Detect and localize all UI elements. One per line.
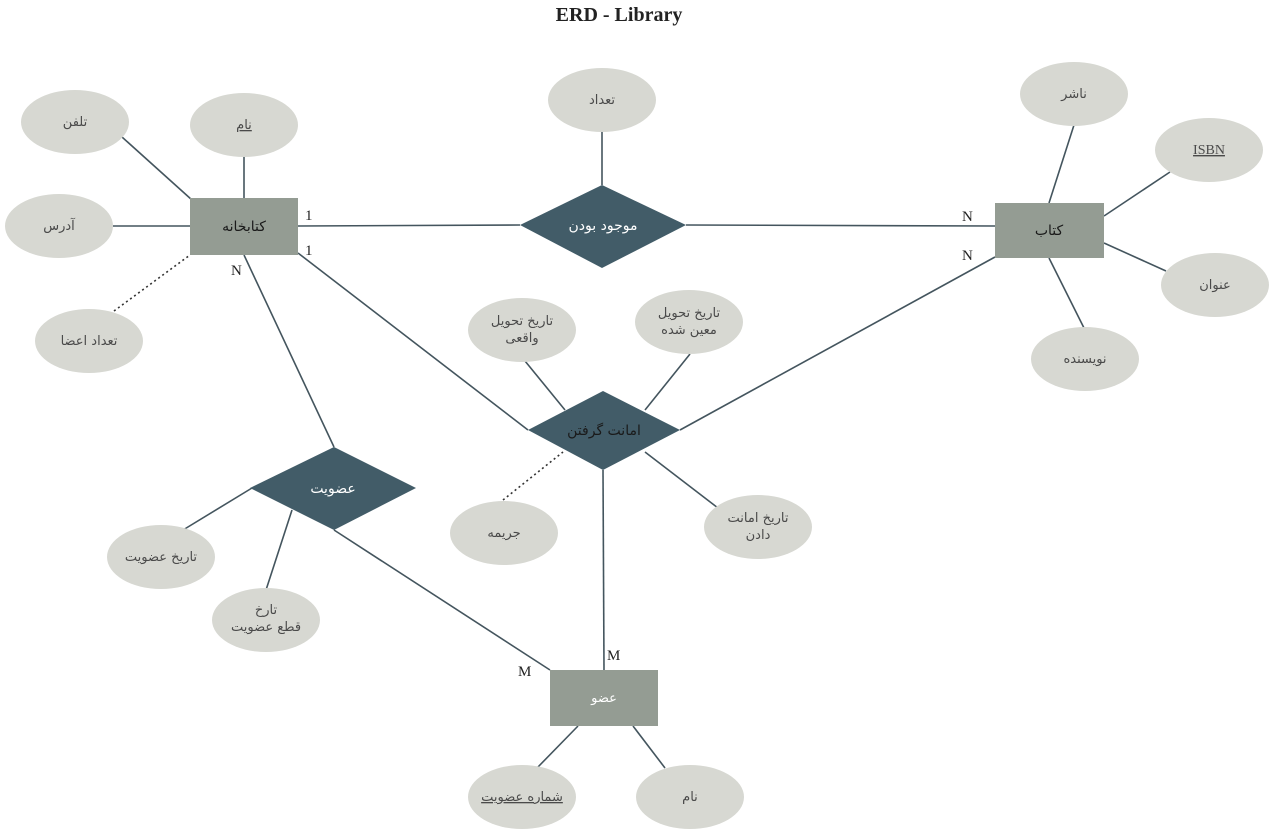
line-book-borrow xyxy=(679,256,996,431)
diagram-title: ERD - Library xyxy=(555,4,683,26)
attr-borrow-fine-label: جریمه xyxy=(487,526,520,541)
attr-borrow-due-return-line1: تاریخ تحویل xyxy=(658,306,721,321)
entity-library-label: کتابخانه xyxy=(222,219,266,235)
cardinality-library-borrow: 1 xyxy=(305,243,313,259)
cardinality-book-exists: N xyxy=(962,209,973,225)
line-library-phone xyxy=(121,136,193,201)
line-membership-member xyxy=(333,529,551,671)
line-book-title xyxy=(1103,242,1167,272)
attr-book-title[interactable]: عنوان xyxy=(1161,253,1269,317)
attr-borrow-actual-return[interactable]: تاریخ تحویل واقعی xyxy=(468,298,576,362)
attr-borrow-actual-return-line2: واقعی xyxy=(505,331,538,346)
line-library-membercount xyxy=(113,254,191,312)
attr-member-name-label: نام xyxy=(682,790,698,805)
attr-borrow-fine[interactable]: جریمه xyxy=(450,501,558,565)
entity-member-label: عضو xyxy=(590,691,617,706)
attr-member-name[interactable]: نام xyxy=(636,765,744,829)
line-borrow-fine xyxy=(502,451,564,501)
line-borrow-date xyxy=(644,451,719,509)
line-library-borrow xyxy=(297,252,529,431)
line-member-number xyxy=(536,725,579,769)
cardinality-member-membership: M xyxy=(518,664,531,680)
entity-book-label: کتاب xyxy=(1035,223,1064,239)
attr-library-address-label: آدرس xyxy=(43,217,76,234)
attr-membership-date[interactable]: تاریخ عضویت xyxy=(107,525,215,589)
entity-library[interactable]: کتابخانه xyxy=(190,198,298,255)
line-book-isbn xyxy=(1103,171,1171,217)
attr-member-number-label: شماره عضویت xyxy=(481,790,563,805)
attr-member-number[interactable]: شماره عضویت xyxy=(468,765,576,829)
attr-library-member-count-label: تعداد اعضا xyxy=(61,334,118,349)
attr-borrow-date-line2: دادن xyxy=(746,528,771,543)
line-library-membership xyxy=(243,254,335,448)
attr-book-author-label: نویسنده xyxy=(1063,352,1106,367)
connectors xyxy=(113,124,1171,769)
relationship-membership[interactable]: عضویت xyxy=(250,447,416,530)
attr-library-member-count[interactable]: تعداد اعضا xyxy=(35,309,143,373)
line-membership-end xyxy=(265,509,293,591)
line-borrow-due xyxy=(644,353,691,411)
line-member-name xyxy=(632,725,666,769)
attr-borrow-date[interactable]: تاریخ امانت دادن xyxy=(704,495,812,559)
cardinality-member-borrow: M xyxy=(607,648,620,664)
attr-library-phone-label: تلفن xyxy=(63,115,88,130)
cardinality-library-membership: N xyxy=(231,263,242,279)
attr-library-name-label: نام xyxy=(236,118,252,133)
attr-book-title-label: عنوان xyxy=(1199,278,1231,293)
attr-borrow-actual-return-line1: تاریخ تحویل xyxy=(491,314,554,329)
cardinality-book-borrow: N xyxy=(962,248,973,264)
line-borrow-member xyxy=(602,469,605,671)
line-membership-date xyxy=(182,487,253,531)
relationship-borrow-label: امانت گرفتن xyxy=(567,422,641,439)
attr-library-address[interactable]: آدرس xyxy=(5,194,113,258)
relationship-membership-label: عضویت xyxy=(310,481,355,497)
relationship-exists[interactable]: موجود بودن xyxy=(520,185,686,268)
attr-borrow-date-line1: تاریخ امانت xyxy=(728,511,789,526)
line-exists-book xyxy=(685,224,996,227)
attr-membership-end-line2: قطع عضویت xyxy=(231,620,301,635)
attr-borrow-due-return-line2: معین شده xyxy=(661,323,717,338)
attr-library-phone[interactable]: تلفن xyxy=(21,90,129,154)
attr-exists-count[interactable]: تعداد xyxy=(548,68,656,132)
entity-book[interactable]: کتاب xyxy=(995,203,1104,258)
line-book-publisher xyxy=(1048,124,1075,204)
attr-exists-count-label: تعداد xyxy=(589,93,615,108)
line-library-exists xyxy=(297,224,521,227)
line-borrow-actual xyxy=(524,360,566,411)
relationship-borrow[interactable]: امانت گرفتن xyxy=(528,391,680,470)
cardinality-library-exists: 1 xyxy=(305,208,313,224)
attr-membership-end[interactable]: تارخ قطع عضویت xyxy=(212,588,320,652)
entity-member[interactable]: عضو xyxy=(550,670,658,726)
line-book-author xyxy=(1048,257,1085,329)
attr-book-isbn-label: ISBN xyxy=(1193,143,1225,158)
attr-book-publisher-label: ناشر xyxy=(1060,87,1087,102)
attr-borrow-due-return[interactable]: تاریخ تحویل معین شده xyxy=(635,290,743,354)
attr-book-author[interactable]: نویسنده xyxy=(1031,327,1139,391)
attr-library-name[interactable]: نام xyxy=(190,93,298,157)
attr-book-publisher[interactable]: ناشر xyxy=(1020,62,1128,126)
attr-membership-end-line1: تارخ xyxy=(255,603,278,618)
relationship-exists-label: موجود بودن xyxy=(569,218,638,234)
attr-membership-date-label: تاریخ عضویت xyxy=(125,550,198,565)
attr-book-isbn[interactable]: ISBN xyxy=(1155,118,1263,182)
